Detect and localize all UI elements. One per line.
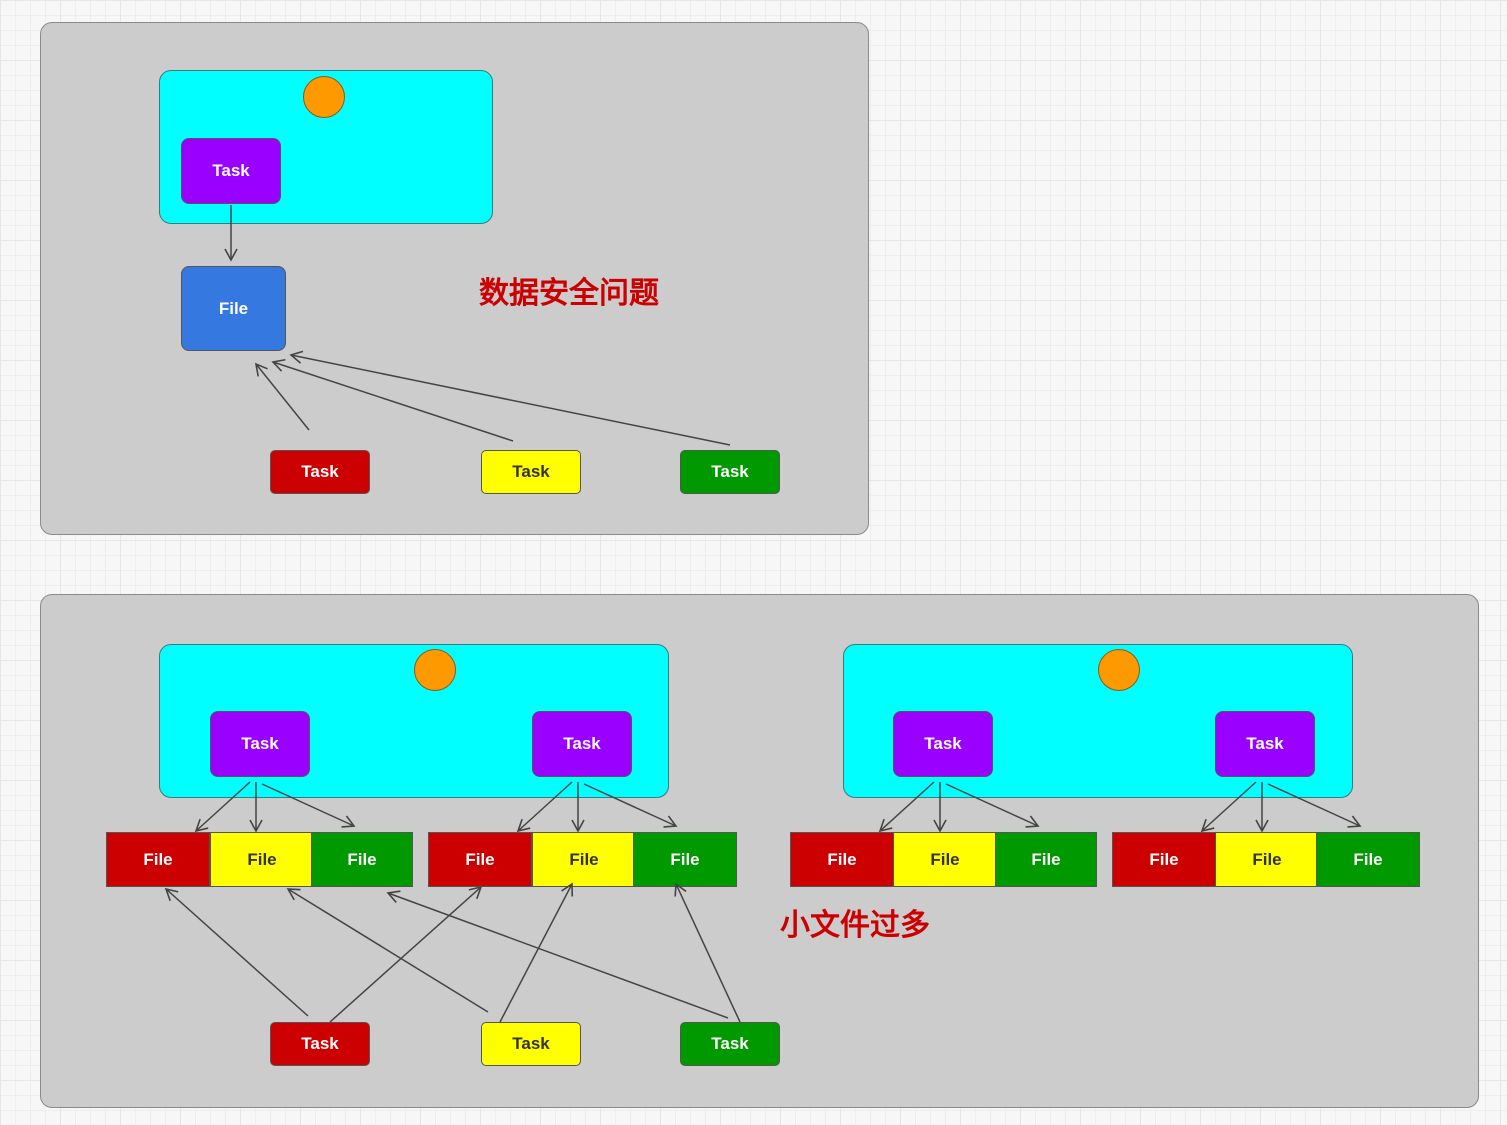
- bottom-task-green[interactable]: Task: [680, 1022, 780, 1066]
- bottom-right-task-1[interactable]: Task: [893, 711, 993, 777]
- bottom-left-task-1[interactable]: Task: [210, 711, 310, 777]
- file-cell[interactable]: File: [428, 832, 532, 887]
- top-node-task[interactable]: Task: [181, 138, 281, 204]
- file-cell[interactable]: File: [106, 832, 210, 887]
- top-task-yellow[interactable]: Task: [481, 450, 581, 494]
- file-cell[interactable]: File: [1112, 832, 1216, 887]
- file-cell[interactable]: File: [893, 832, 997, 887]
- top-caption: 数据安全问题: [479, 276, 659, 311]
- file-cell[interactable]: File: [532, 832, 636, 887]
- file-cell[interactable]: File: [995, 832, 1097, 887]
- top-node-circle-icon: [303, 76, 345, 118]
- bottom-right-circle-icon: [1098, 649, 1140, 691]
- bottom-left-circle-icon: [414, 649, 456, 691]
- file-cell[interactable]: File: [790, 832, 894, 887]
- bottom-task-red[interactable]: Task: [270, 1022, 370, 1066]
- top-task-green[interactable]: Task: [680, 450, 780, 494]
- bottom-caption: 小文件过多: [780, 908, 930, 943]
- bottom-right-task-2[interactable]: Task: [1215, 711, 1315, 777]
- file-cell[interactable]: File: [1316, 832, 1420, 887]
- file-cell[interactable]: File: [1215, 832, 1319, 887]
- file-cell[interactable]: File: [311, 832, 413, 887]
- top-task-red[interactable]: Task: [270, 450, 370, 494]
- file-cell[interactable]: File: [210, 832, 314, 887]
- bottom-task-yellow[interactable]: Task: [481, 1022, 581, 1066]
- bottom-left-task-2[interactable]: Task: [532, 711, 632, 777]
- file-cell[interactable]: File: [633, 832, 737, 887]
- top-shared-file[interactable]: File: [181, 266, 286, 351]
